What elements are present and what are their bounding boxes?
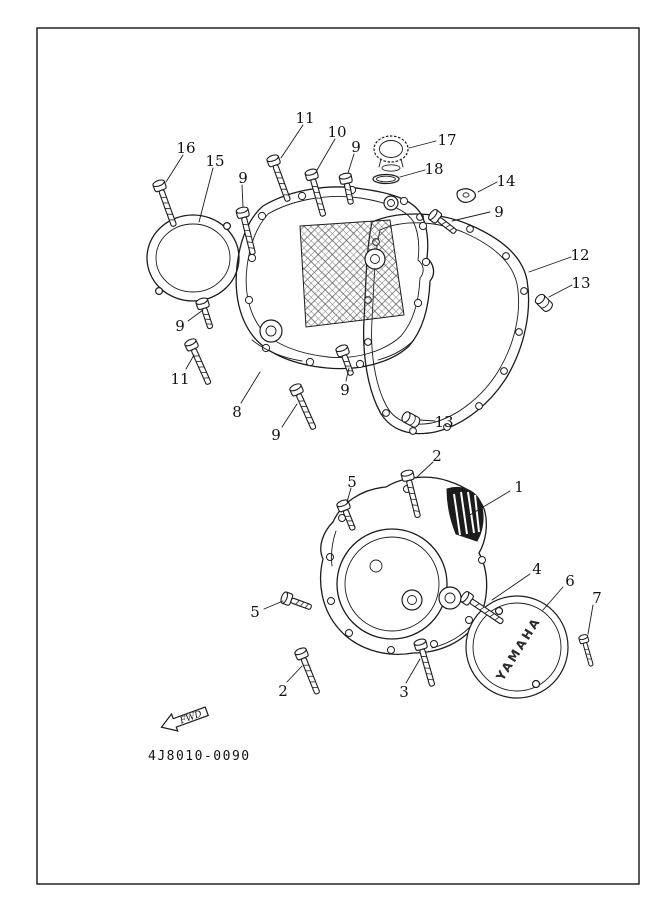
magneto-cover-assembly: YAMAHA: [279, 468, 597, 699]
bolt-icon: [334, 343, 358, 378]
callout-label: 13: [571, 274, 590, 292]
bolt-icon: [265, 153, 295, 204]
cover-bolt-bosses: [244, 185, 431, 369]
callout-label: 14: [496, 172, 515, 190]
o-ring-drawing: [372, 173, 400, 185]
callout-label: 4: [532, 560, 542, 578]
callout-label: 11: [295, 109, 314, 127]
callout-label: 10: [327, 123, 346, 141]
bolt-icon: [426, 207, 460, 238]
callout-label: 6: [565, 572, 575, 590]
plug-icon: [399, 409, 422, 430]
callout-label: 11: [170, 370, 189, 388]
callout-label: 9: [340, 381, 350, 399]
callout-label: 17: [437, 131, 456, 149]
callout-label: 13: [434, 413, 453, 431]
part-code: 4J8010-0090: [148, 749, 251, 764]
fwd-label: FWD: [178, 709, 204, 727]
magneto-cover-drawing: [319, 476, 488, 655]
leader-lines: [165, 124, 594, 684]
callout-label: 8: [232, 403, 242, 421]
clutch-cover-drawing: [235, 185, 435, 370]
callout-label: 9: [351, 138, 361, 156]
clutch-cover-assembly: [146, 135, 555, 435]
page-frame: [36, 27, 640, 885]
cover-gasket-ring-drawing: [146, 214, 240, 302]
round-side-cover-drawing: YAMAHA: [465, 595, 569, 699]
bolt-icon: [293, 645, 324, 697]
callout-label: 15: [205, 152, 224, 170]
callout-label: 1: [514, 478, 524, 496]
callout-label: 18: [424, 160, 443, 178]
callout-label: 5: [250, 603, 260, 621]
callout-label: 2: [432, 447, 442, 465]
callouts: 16 15 9 11 10 9 17 18 14 9 12 13 9 11 8 …: [170, 109, 601, 701]
callout-label: 2: [278, 682, 288, 700]
oil-filler-cap-drawing: [373, 135, 409, 172]
callout-label: 5: [347, 473, 357, 491]
callout-label: 7: [592, 589, 602, 607]
callout-label: 9: [271, 426, 281, 444]
callout-label: 9: [494, 203, 504, 221]
callout-label: 12: [570, 246, 589, 264]
fwd-arrow: FWD: [160, 706, 210, 732]
callout-label: 9: [238, 169, 248, 187]
bolt-icon: [288, 381, 320, 432]
callout-label: 3: [399, 683, 409, 701]
bolt-icon: [303, 167, 330, 219]
cover-ribbed-area: [299, 219, 405, 328]
clip-nut-drawing: [456, 188, 477, 204]
callout-label: 16: [176, 139, 195, 157]
bolt-icon: [400, 468, 425, 520]
screw-icon: [577, 633, 597, 668]
magneto-bolt-bosses: [326, 485, 486, 654]
bolt-icon: [279, 590, 314, 614]
bolt-icon: [151, 178, 181, 229]
callout-label: 9: [175, 317, 185, 335]
